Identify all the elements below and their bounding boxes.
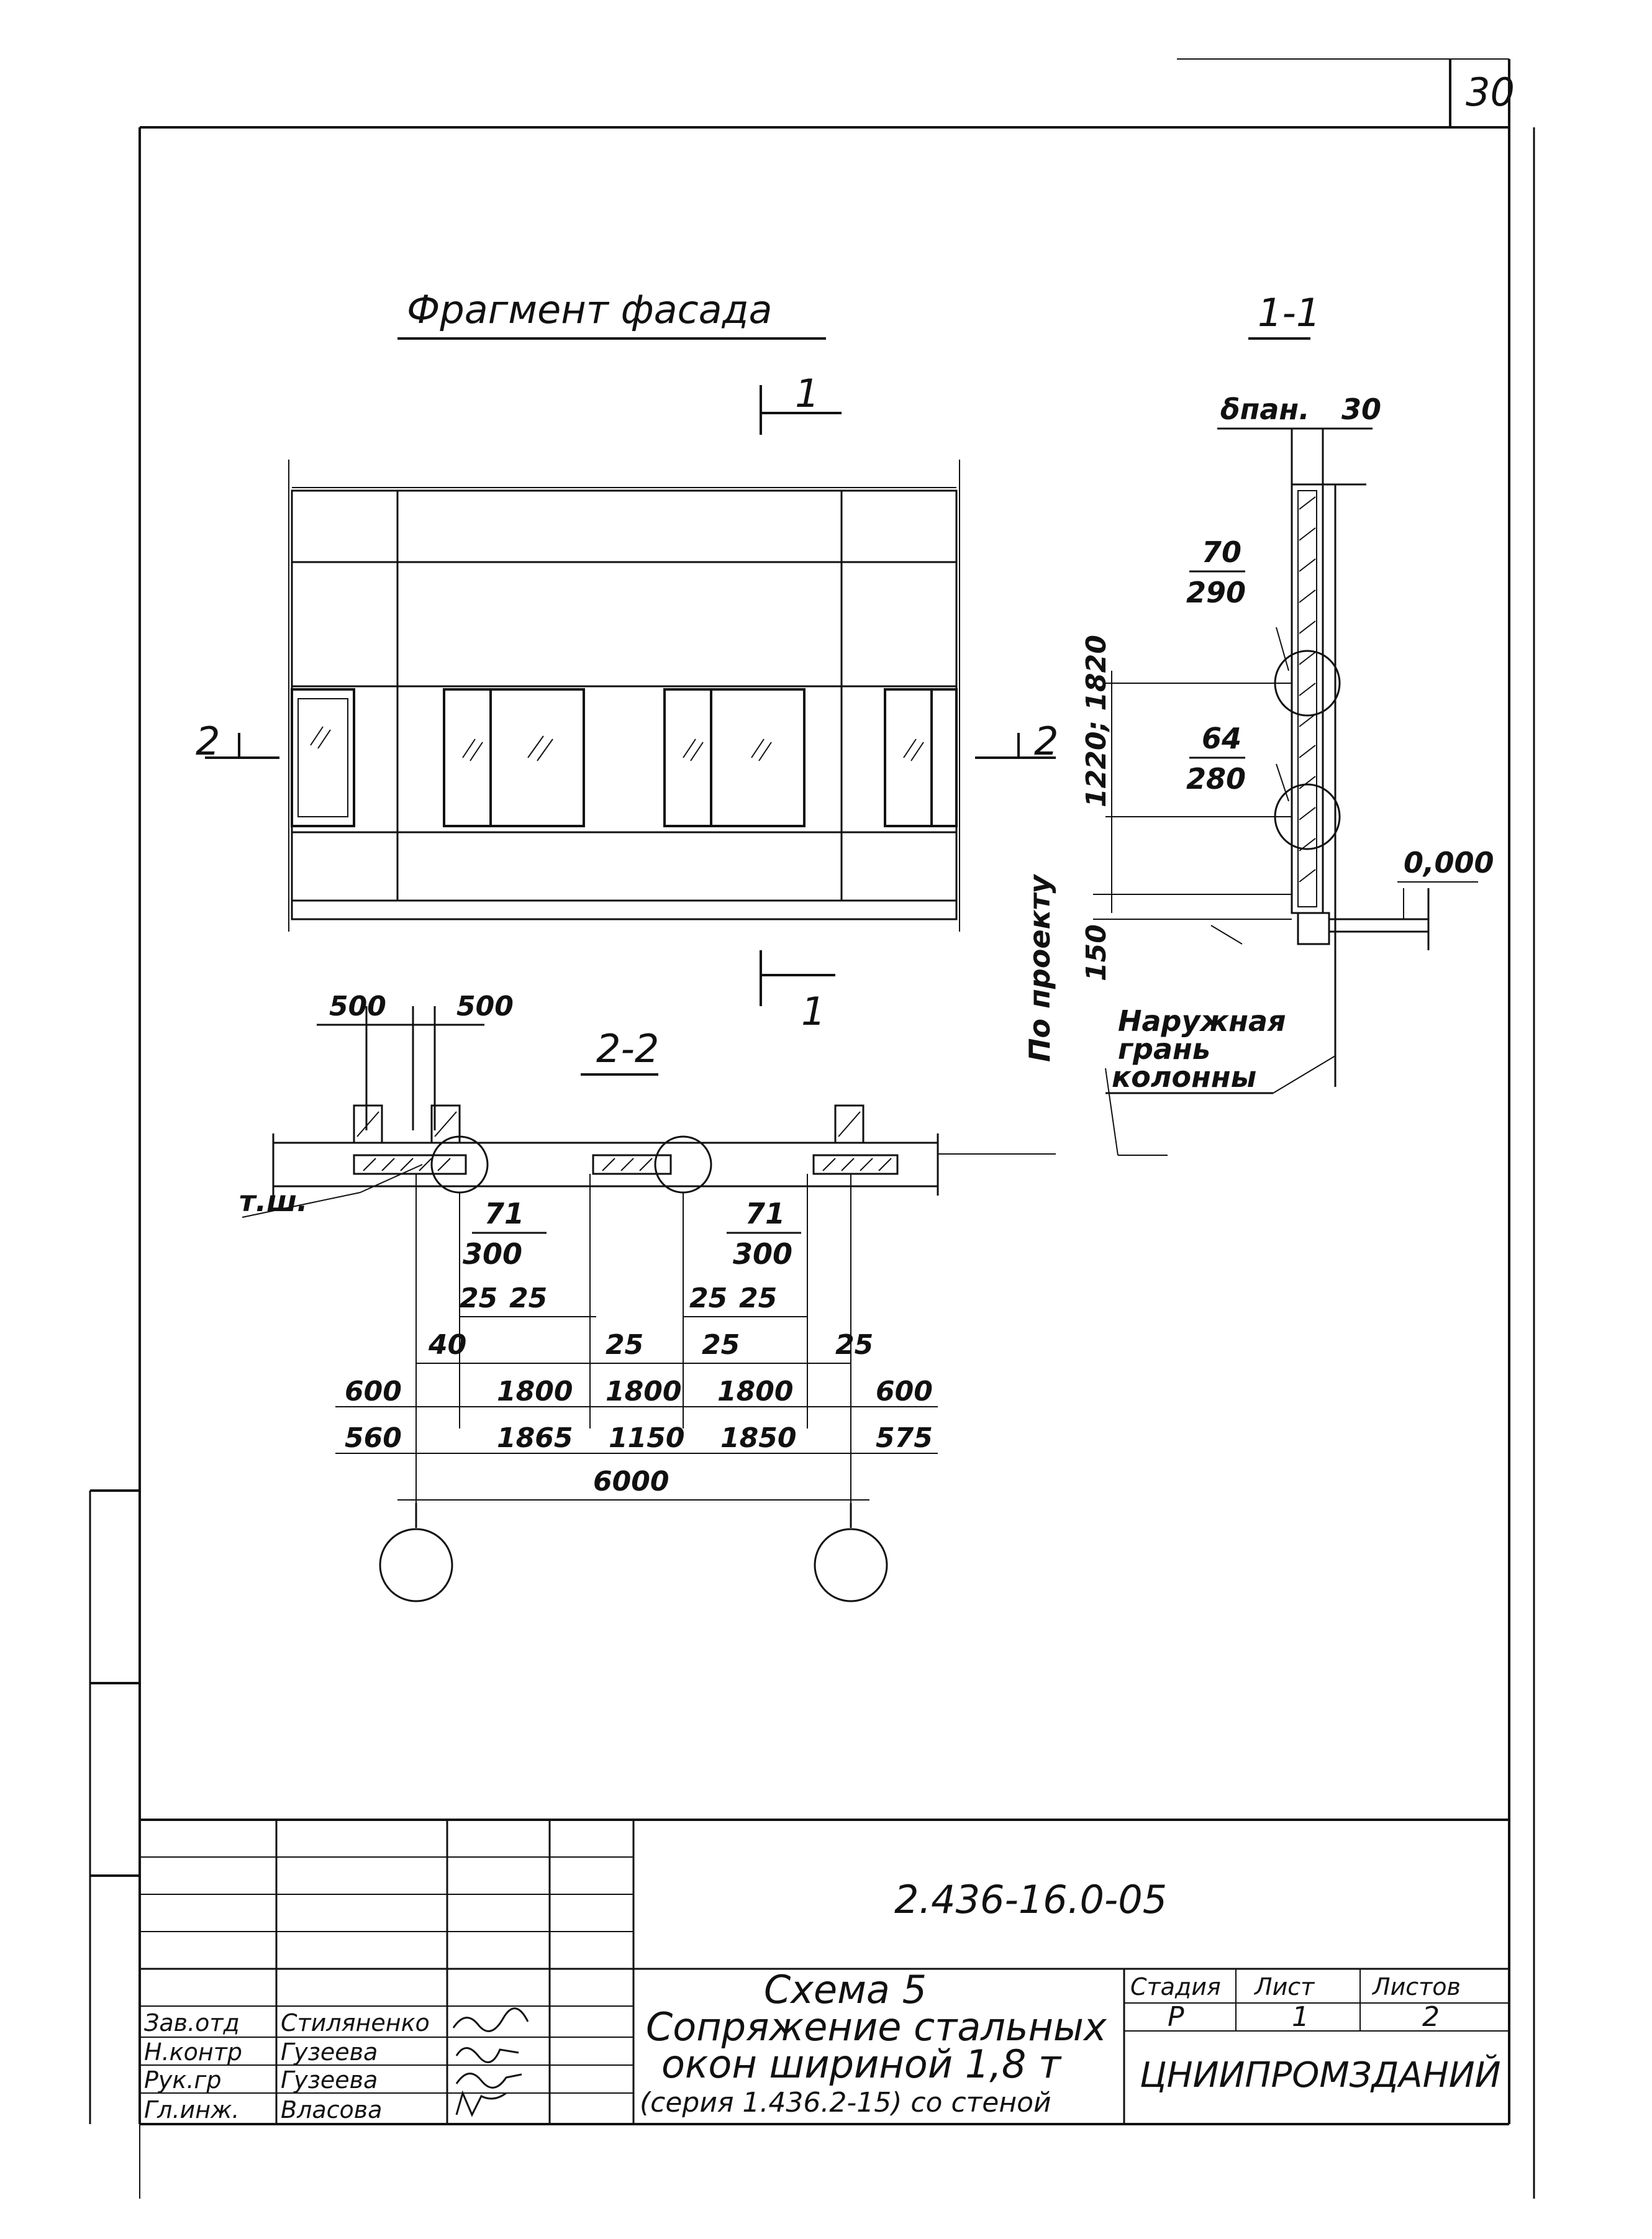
height-dim: 1220; 1820 bbox=[1081, 635, 1112, 807]
node-b-bottom: 300 bbox=[733, 1237, 792, 1271]
row2-4: 575 bbox=[876, 1422, 933, 1454]
role-3: Рук.гр bbox=[144, 2066, 222, 2094]
label-bpan: δпан. bbox=[1220, 393, 1310, 426]
node-a-top: 70 bbox=[1202, 535, 1241, 569]
node-a-bottom: 300 bbox=[463, 1237, 522, 1271]
sheets-label: Листов bbox=[1371, 1973, 1461, 2001]
sheet-value: 1 bbox=[1292, 2001, 1309, 2033]
row1-3: 1800 bbox=[717, 1376, 793, 1407]
row1-0: 600 bbox=[345, 1376, 402, 1407]
stage-label: Стадия bbox=[1130, 1973, 1221, 2001]
name-3: Гузеева bbox=[281, 2066, 378, 2094]
node-b-top: 71 bbox=[745, 1197, 785, 1230]
section-2-2: 2-2 500 500 bbox=[239, 991, 1056, 1602]
organization: ЦНИИПРОМЗДАНИЙ bbox=[1140, 2055, 1501, 2096]
dim-25f: 25 bbox=[702, 1329, 740, 1361]
doc-code: 2.436-16.0-05 bbox=[894, 1877, 1167, 1922]
dim-25a: 25 bbox=[460, 1283, 497, 1314]
label-tsh: т.ш. bbox=[239, 1184, 307, 1218]
role-2: Н.контр bbox=[144, 2038, 242, 2066]
name-1: Стиляненко bbox=[281, 2009, 430, 2037]
stage-value: Р bbox=[1168, 2001, 1184, 2033]
note-outer-2: грань bbox=[1118, 1032, 1210, 1066]
facade-fragment: Фрагмент фасада bbox=[196, 287, 1058, 1034]
note-outer-1: Наружная bbox=[1118, 1004, 1286, 1038]
node-a-bottom: 290 bbox=[1186, 576, 1246, 609]
dim-25c: 25 bbox=[689, 1283, 727, 1314]
row1-4: 600 bbox=[876, 1376, 933, 1407]
node-b-bottom: 280 bbox=[1186, 762, 1246, 796]
desc-1: Схема 5 bbox=[764, 1967, 927, 2012]
row2-0: 560 bbox=[345, 1422, 402, 1454]
title-block: 2.436-16.0-05 Схема 5 Сопряжение стальны… bbox=[140, 1820, 1509, 2124]
total-dim: 6000 bbox=[593, 1466, 669, 1497]
dim-500-left: 500 bbox=[329, 991, 386, 1022]
name-4: Власова bbox=[281, 2096, 382, 2123]
signatures bbox=[452, 2007, 529, 2117]
node-b-top: 64 bbox=[1202, 722, 1241, 755]
role-1: Зав.отд bbox=[144, 2009, 240, 2037]
section-2-2-hatch bbox=[356, 1111, 892, 1171]
note-outer-3: колонны bbox=[1112, 1060, 1256, 1094]
role-4: Гл.инж. bbox=[144, 2096, 239, 2123]
facade-title: Фрагмент фасада bbox=[407, 287, 773, 332]
sheet-frame bbox=[89, 58, 1535, 2199]
node-a-top: 71 bbox=[484, 1197, 524, 1230]
section-2-2-title: 2-2 bbox=[596, 1026, 659, 1071]
axis-bubbles bbox=[379, 1503, 888, 1602]
sheet-label: Лист bbox=[1253, 1973, 1315, 2001]
desc-2: Сопряжение стальных bbox=[646, 2004, 1107, 2050]
dim-25e: 25 bbox=[606, 1329, 643, 1361]
level-mark: 0,000 bbox=[1404, 846, 1494, 879]
row2-1: 1865 bbox=[497, 1422, 573, 1454]
desc-3: окон шириной 1,8 т bbox=[661, 2041, 1062, 2087]
dim-40: 40 bbox=[428, 1329, 466, 1361]
section-1-1: 1-1 δпан. 30 bbox=[1023, 290, 1494, 1156]
cut-2-right-label: 2 bbox=[1034, 719, 1058, 764]
cut-2-left-label: 2 bbox=[196, 719, 220, 764]
note-po-proektu: По проекту bbox=[1023, 873, 1056, 1062]
panel-hatch bbox=[1299, 496, 1316, 883]
dim-25b: 25 bbox=[509, 1283, 547, 1314]
row1-2: 1800 bbox=[606, 1376, 681, 1407]
dim-500-right: 500 bbox=[456, 991, 514, 1022]
facade-windows bbox=[291, 688, 958, 827]
row2-2: 1150 bbox=[609, 1422, 684, 1454]
row2-3: 1850 bbox=[720, 1422, 796, 1454]
dimension-lines bbox=[335, 1174, 938, 1503]
section-1-1-title: 1-1 bbox=[1258, 290, 1320, 335]
row1-1: 1800 bbox=[497, 1376, 573, 1407]
label-30: 30 bbox=[1341, 393, 1381, 426]
sheet-number: 30 bbox=[1466, 70, 1515, 115]
sheets-value: 2 bbox=[1422, 2001, 1440, 2033]
dim-150: 150 bbox=[1081, 924, 1112, 981]
desc-4: (серия 1.436.2-15) со стеной bbox=[640, 2087, 1051, 2119]
cut-1-bottom-label: 1 bbox=[801, 989, 825, 1034]
dim-25g: 25 bbox=[835, 1329, 873, 1361]
cut-1-top-label: 1 bbox=[795, 371, 819, 416]
name-2: Гузеева bbox=[281, 2038, 378, 2066]
dim-25d: 25 bbox=[739, 1283, 777, 1314]
